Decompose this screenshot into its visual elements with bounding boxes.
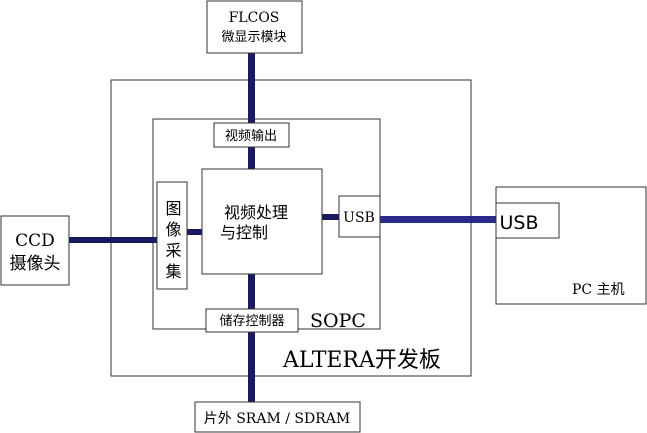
ccd-sublabel: 摄像头 [10,254,61,274]
ccd-camera-box [0,215,70,286]
flcos-sublabel: 微显示模块 [221,30,286,45]
storage-controller-label: 储存控制器 [219,314,284,329]
video-processing-label-1: 视频处理 [224,203,288,222]
sopc-label: SOPC [310,310,366,332]
image-capture-label: 图像采集 [163,200,182,284]
bus-image-capture-to-processor [186,229,203,235]
video-processing-label-2: 与控制 [220,223,268,242]
video-output-box [213,122,290,148]
bus-usb-to-pc [380,216,504,223]
flcos-module-box [206,0,303,54]
bus-ccd-to-image-capture [69,237,158,243]
memory-box [194,401,361,433]
usb-controller-label: USB [343,210,375,226]
usb-port-box [495,202,560,239]
video-output-label: 视频输出 [225,128,277,144]
ccd-label: CCD [15,231,55,251]
bus-storage-controller-to-memory [248,331,255,403]
bus-processor-to-storage-controller [248,273,255,310]
usb-controller-box [338,195,381,238]
altera-board-label: ALTERA开发板 [282,348,441,373]
usb-port-label: USB [499,212,538,234]
memory-label: 片外 SRAM / SDRAM [204,411,350,427]
bus-processor-to-usb [322,214,339,220]
video-processing-box [201,168,323,275]
image-capture-box [156,181,188,290]
flcos-label: FLCOS [229,10,280,26]
pc-host-label: PC 主机 [572,282,625,298]
bus-video-output-to-processor [248,146,255,170]
storage-controller-box [205,308,299,333]
bus-flcos-to-video-output [248,52,255,124]
